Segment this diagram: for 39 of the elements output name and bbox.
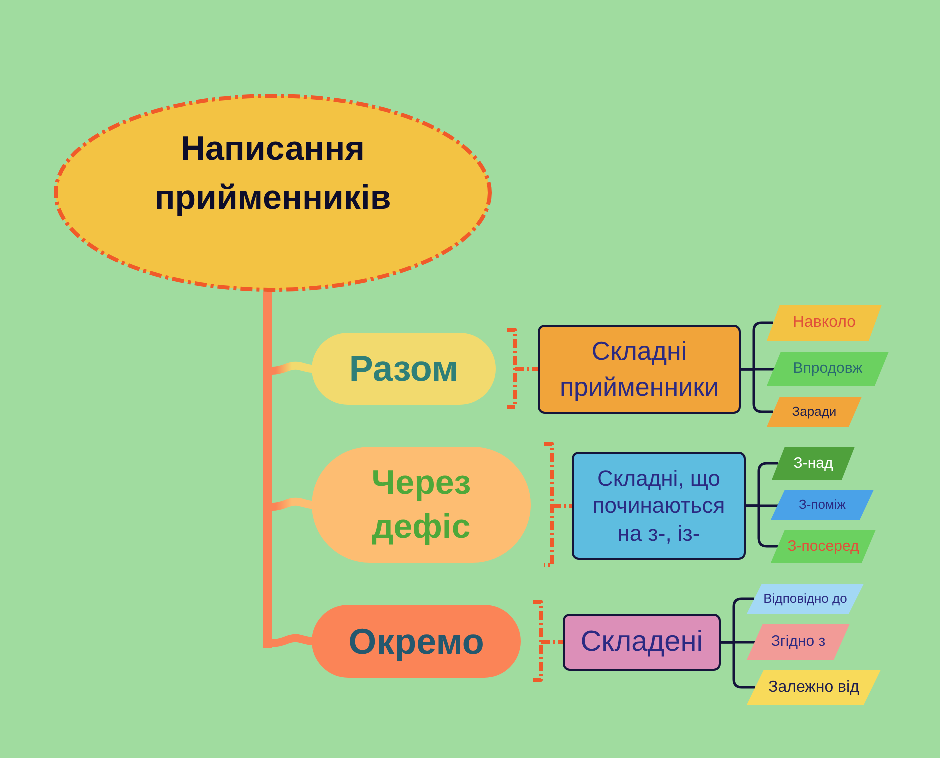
- subtopic-label: Складні, що починаються на з-, із-: [592, 464, 726, 548]
- bracket-line: [505, 328, 540, 409]
- bracket-line: [542, 442, 574, 567]
- subtopic-box: [538, 325, 741, 414]
- example-tag: [767, 305, 882, 341]
- example-label: З-над: [794, 454, 834, 472]
- category-label: Разом: [349, 347, 459, 391]
- example-label: Заради: [792, 404, 837, 420]
- branch-line: [272, 634, 312, 648]
- example-label: З-посеред: [788, 538, 860, 556]
- subtopic-label: Складні прийменники: [558, 335, 720, 404]
- bracket-line: [531, 600, 565, 682]
- example-tag: [747, 670, 881, 705]
- example-label: Залежно від: [768, 678, 860, 698]
- category-label: Через дефіс: [370, 462, 472, 548]
- example-tag: [771, 530, 876, 563]
- example-tag: [772, 447, 855, 480]
- branch-line: [272, 362, 312, 375]
- connector-line: [721, 641, 756, 689]
- example-tag: [771, 490, 874, 520]
- connector-line: [746, 504, 778, 548]
- example-label: Згідно з: [771, 633, 826, 651]
- branch-line: [272, 498, 312, 511]
- category-label: Окремо: [348, 620, 484, 664]
- example-label: Впродовж: [793, 360, 863, 378]
- example-label: З-поміж: [799, 497, 846, 513]
- subtopic-label: Складені: [580, 625, 704, 660]
- subtopic-box: [572, 452, 746, 560]
- subtopic-box: [563, 614, 721, 671]
- trunk-line: [264, 292, 272, 648]
- example-tag: [747, 624, 850, 660]
- example-label: Навколо: [792, 313, 856, 333]
- example-tag: [747, 584, 864, 614]
- example-tag: [767, 397, 862, 427]
- connector-line: [741, 368, 774, 414]
- example-tag: [767, 352, 889, 386]
- example-label: Відповідно до: [764, 591, 848, 607]
- central-topic-text: Написання прийменників: [154, 128, 392, 219]
- central-topic-ellipse: [53, 93, 493, 293]
